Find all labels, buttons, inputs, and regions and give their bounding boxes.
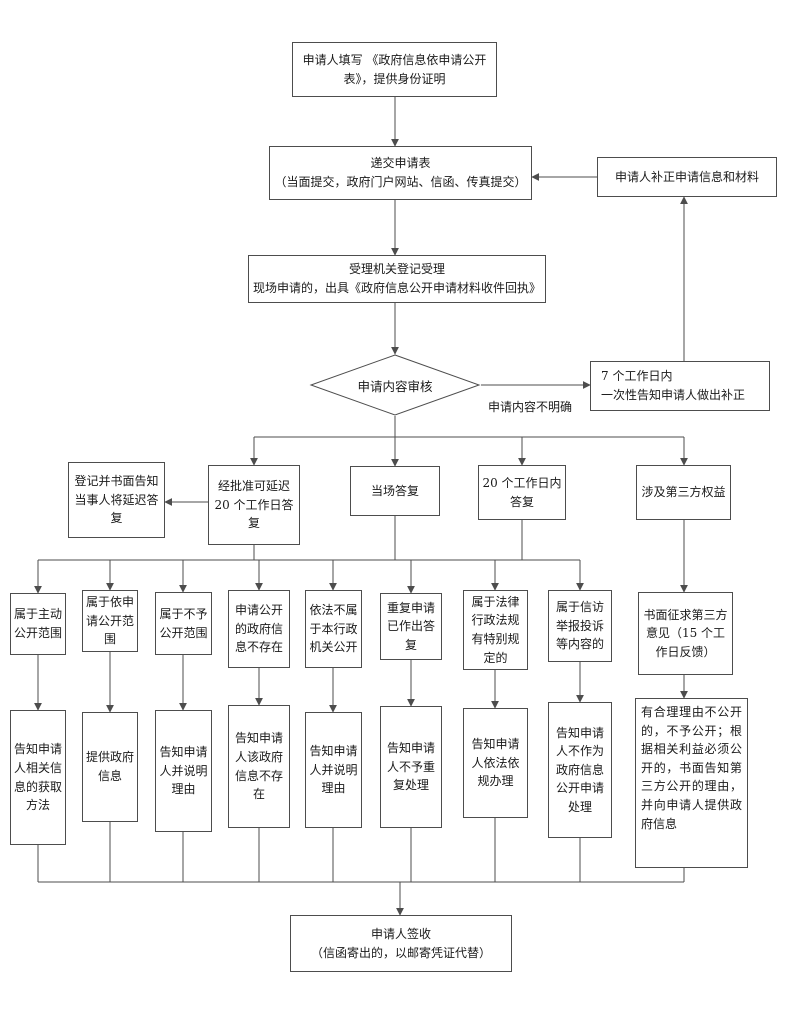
decision-review: 申请内容审核 [309, 354, 481, 416]
edge-label-content-unclear: 申请内容不明确 [488, 400, 573, 414]
node-sign-receipt-title: 申请人签收 [370, 926, 431, 941]
node-onsite-reply: 当场答复 [350, 466, 440, 516]
node-act-no-repeat: 告知申请人不予重复处理 [380, 706, 442, 828]
node-cat-repeat: 重复申请已作出答复 [380, 593, 442, 660]
node-cat-no-disclose: 属于不予公开范围 [155, 592, 212, 655]
node-notify-7days-subtitle: 一次性告知申请人做出补正 [601, 388, 746, 402]
node-fill-form: 申请人填写 《政府信息依申请公开表》，提供身份证明 [292, 42, 497, 97]
node-third-party: 涉及第三方权益 [636, 465, 731, 520]
node-submit-form: 递交申请表 （当面提交，政府门户网站、信函、传真提交） [269, 146, 532, 200]
node-submit-form-subtitle: （当面提交，政府门户网站、信函、传真提交） [274, 175, 527, 189]
node-act-by-law: 告知申请人依法依规办理 [463, 708, 528, 818]
node-notify-7days: 7 个工作日内 一次性告知申请人做出补正 [590, 361, 770, 411]
node-supplement: 申请人补正申请信息和材料 [597, 157, 777, 197]
node-delay-approved: 经批准可延迟 20 个工作日答复 [208, 465, 300, 545]
node-act-not-exist: 告知申请人该政府信息不存在 [228, 705, 290, 828]
node-seek-third-party: 书面征求第三方意见（15 个工作日反馈） [638, 592, 733, 675]
node-act-obtain-method: 告知申请人相关信息的获取方法 [10, 710, 66, 845]
node-cat-proactive: 属于主动公开范围 [10, 593, 66, 655]
node-notify-7days-title: 7 个工作日内 [601, 369, 673, 384]
node-cat-on-request: 属于依申请公开范围 [82, 590, 138, 652]
node-delay-notice: 登记并书面告知当事人将延迟答复 [68, 462, 165, 538]
node-sign-receipt: 申请人签收 （信函寄出的，以邮寄凭证代替） [290, 915, 512, 972]
node-reply-20days: 20 个工作日内答复 [478, 465, 566, 520]
node-register-subtitle: 现场申请的，出具《政府信息公开申请材料收件回执》 [252, 281, 541, 295]
node-act-provide: 提供政府信息 [82, 712, 138, 822]
node-act-third-party: 有合理理由不公开的，不予公开；根据相关利益必须公开的，书面告知第三方公开的理由，… [635, 698, 748, 868]
node-cat-petition: 属于信访举报投诉等内容的 [548, 590, 612, 662]
node-sign-receipt-subtitle: （信函寄出的，以邮寄凭证代替） [310, 945, 491, 960]
node-act-reason-2: 告知申请人并说明理由 [305, 712, 362, 828]
node-submit-form-title: 递交申请表 [370, 156, 431, 171]
decision-review-label: 申请内容审核 [357, 378, 433, 394]
flow-arrows [34, 97, 688, 916]
node-cat-other-agency: 依法不属于本行政机关公开 [305, 590, 362, 668]
node-register: 受理机关登记受理 现场申请的，出具《政府信息公开申请材料收件回执》 [248, 255, 546, 303]
node-act-not-foi: 告知申请人不作为政府信息公开申请处理 [548, 702, 612, 838]
diamond-shape-icon [309, 354, 481, 416]
node-cat-not-exist: 申请公开的政府信息不存在 [228, 590, 290, 668]
flow-lines [37, 416, 685, 883]
node-cat-special-law: 属于法律行政法规有特别规定的 [463, 590, 528, 670]
node-register-title: 受理机关登记受理 [348, 262, 445, 277]
node-act-reason-1: 告知申请人并说明理由 [155, 710, 212, 832]
